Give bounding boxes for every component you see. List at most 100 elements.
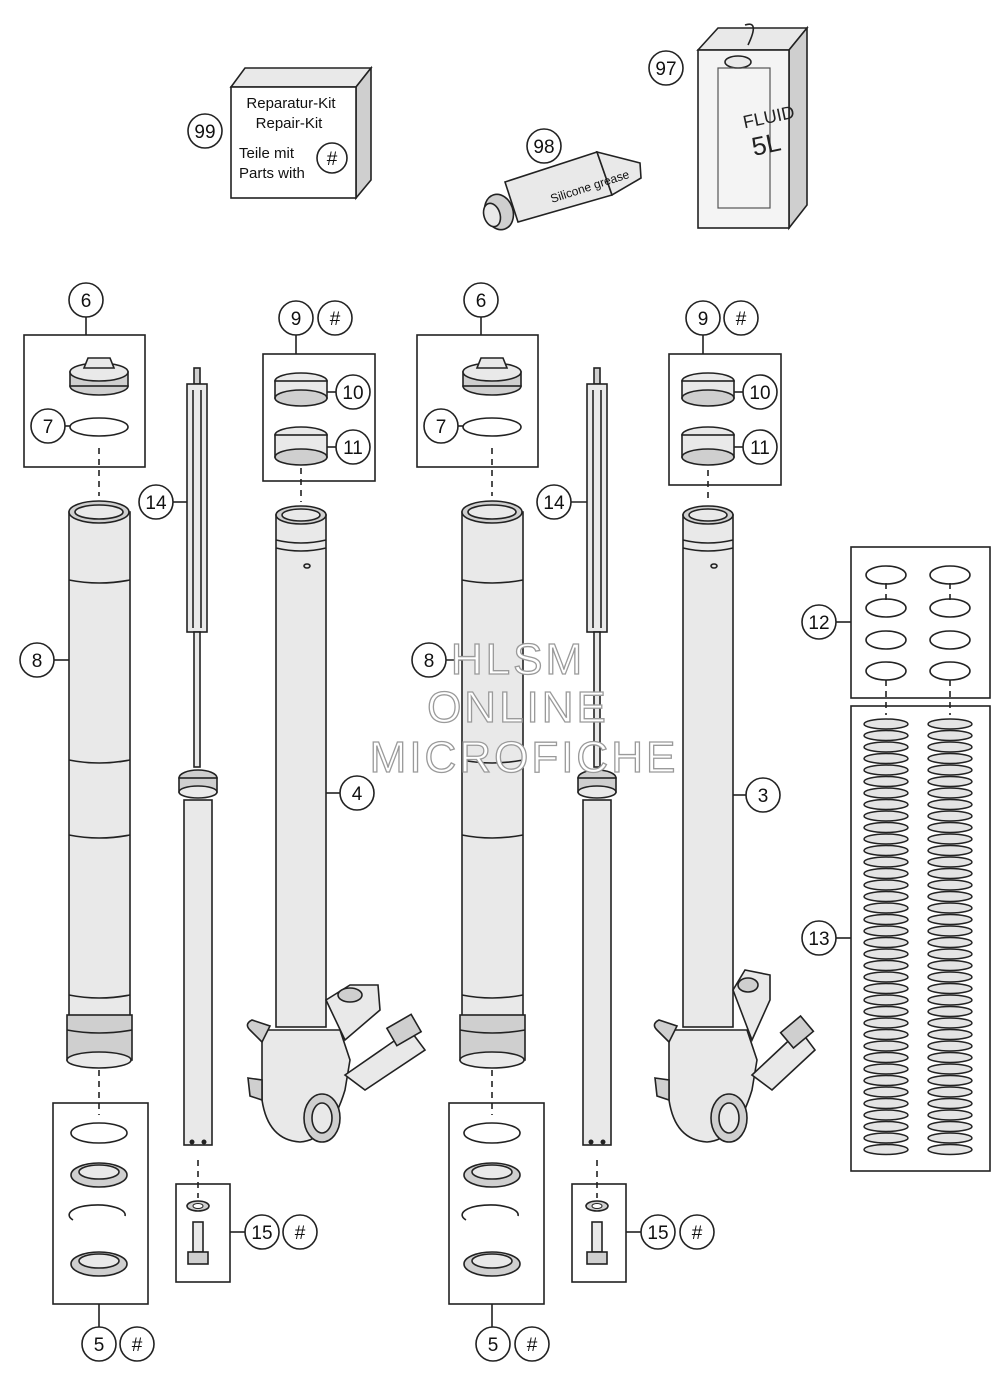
callout-5-left: 5 # (81, 1326, 155, 1362)
spring-coil (863, 1109, 909, 1121)
callout-11-right: 11 (734, 429, 778, 465)
callout-13: 13 (801, 920, 851, 956)
spring-coil (927, 1120, 973, 1133)
callout-5-right: 5 # (475, 1326, 550, 1362)
svg-text:98: 98 (533, 137, 554, 158)
spring-coil (927, 1063, 973, 1075)
kit-label-line4: Parts with (239, 165, 305, 182)
svg-text:13: 13 (808, 929, 829, 950)
spring-coil (927, 718, 973, 730)
svg-text:3: 3 (758, 786, 769, 807)
spring-coil (927, 959, 973, 972)
spring-coil (927, 1132, 973, 1144)
outer-tube-right (459, 500, 526, 1115)
svg-text:11: 11 (750, 438, 770, 459)
watermark: HLSM ONLINE MICROFICHE (369, 634, 676, 782)
bushing-kit-right (668, 334, 782, 502)
repair-kit-box: Reparatur-Kit Repair-Kit Teile mit Parts… (229, 65, 373, 201)
bushing-kit-left (262, 334, 376, 502)
spring-coil (863, 1040, 909, 1052)
callout-8-left: 8 (19, 642, 69, 678)
spring-coil (863, 1132, 909, 1144)
spring-coil (927, 971, 973, 983)
callout-6-right: 6 (463, 282, 499, 318)
svg-text:14: 14 (145, 493, 167, 514)
svg-text:10: 10 (342, 383, 363, 404)
spring-coil (863, 1005, 909, 1018)
callout-15-right: 15 # (626, 1214, 715, 1250)
svg-text:4: 4 (352, 784, 363, 805)
spring-coil (927, 948, 973, 960)
spring-coil (927, 925, 973, 937)
spring-coil (863, 798, 909, 811)
spring-coil (863, 856, 909, 868)
callout-3: 3 (733, 777, 781, 813)
spring-coil (863, 1143, 909, 1156)
svg-text:15: 15 (251, 1223, 272, 1244)
kit-label-line1: Reparatur-Kit (246, 95, 336, 112)
spring-coil (863, 1017, 909, 1029)
spring-coil (863, 1028, 909, 1041)
svg-text:#: # (330, 309, 341, 330)
spring-coil (863, 833, 909, 845)
spring-coil (927, 821, 973, 834)
spring-coil (927, 936, 973, 949)
svg-text:8: 8 (32, 651, 43, 672)
svg-text:6: 6 (81, 291, 92, 312)
spring-coil (863, 879, 909, 891)
spring-coil (863, 729, 909, 742)
screw-cap-assembly-right (416, 316, 539, 496)
spring-coil (927, 1017, 973, 1029)
spring-coil (927, 1040, 973, 1052)
damper-tube-right (577, 769, 617, 1198)
spring-coil (863, 959, 909, 972)
spring-coil (927, 994, 973, 1006)
svg-text:#: # (692, 1223, 703, 1244)
spring-coil (863, 982, 909, 995)
svg-text:7: 7 (43, 417, 54, 438)
svg-text:9: 9 (698, 309, 709, 330)
spring-coil (863, 1051, 909, 1064)
kit-label-line3: Teile mit (239, 145, 295, 162)
svg-text:#: # (132, 1335, 143, 1356)
spring-coil (927, 741, 973, 753)
svg-text:14: 14 (543, 493, 565, 514)
spring-coil (863, 1120, 909, 1133)
spring-coil (927, 902, 973, 914)
spring-coil (863, 971, 909, 983)
callout-15-left: 15 # (230, 1214, 318, 1250)
cartridge-left (186, 367, 208, 768)
spring-coil (863, 867, 909, 880)
kit-hash: # (327, 149, 338, 170)
bolt-kit-left (175, 1183, 231, 1283)
svg-text:#: # (527, 1335, 538, 1356)
callout-8-right: 8 (411, 642, 462, 678)
spring-coil (927, 856, 973, 868)
spring-coil (927, 1028, 973, 1041)
svg-text:6: 6 (476, 291, 487, 312)
kit-label-line2: Repair-Kit (256, 115, 324, 132)
callout-99: 99 (187, 113, 223, 149)
callout-98: 98 (526, 128, 562, 164)
seal-kit-left (52, 1102, 149, 1328)
spring-coil (927, 913, 973, 926)
spring-coil (863, 741, 909, 753)
callout-6-left: 6 (68, 282, 104, 318)
callout-9-left: 9 # (278, 300, 353, 336)
spring-coil (863, 902, 909, 914)
fork-springs (850, 705, 991, 1172)
spacer-washers (850, 546, 991, 715)
callout-12: 12 (801, 604, 851, 640)
spring-coil (927, 1097, 973, 1110)
outer-tube-left (66, 500, 133, 1115)
spring-coil (863, 787, 909, 799)
svg-text:#: # (295, 1223, 306, 1244)
spring-coil (863, 925, 909, 937)
spring-coil (927, 810, 973, 822)
spring-coil (927, 1005, 973, 1018)
svg-text:15: 15 (647, 1223, 668, 1244)
bolt-kit-right (571, 1183, 627, 1283)
seal-kit-right (448, 1102, 545, 1328)
spring-coil (927, 787, 973, 799)
